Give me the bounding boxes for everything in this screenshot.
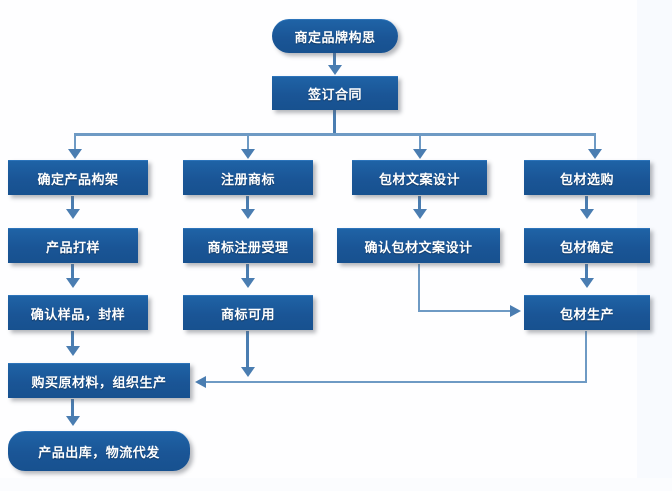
edge-n6-n10-arrowhead <box>580 209 594 219</box>
edge-n10-n13-line <box>585 264 588 280</box>
node-packaging-production[interactable]: 包材生产 <box>524 295 650 330</box>
edge-n4-n8-arrowhead <box>241 209 255 219</box>
node-register-trademark[interactable]: 注册商标 <box>183 160 313 195</box>
edge-n7-n11-arrowhead <box>66 278 80 288</box>
node-label: 确认样品，封样 <box>30 307 126 323</box>
edge-n14-n15-line <box>71 399 74 417</box>
edge-n13-n14-hline <box>206 381 587 383</box>
node-label: 包材生产 <box>559 307 614 323</box>
edge-n14-n15-arrowhead <box>66 416 80 426</box>
node-label: 签订合同 <box>307 88 362 103</box>
node-confirm-packaging-copy-design[interactable]: 确认包材文案设计 <box>337 228 500 263</box>
edge-n2-bus-line <box>333 110 336 134</box>
node-product-sampling[interactable]: 产品打样 <box>8 228 138 263</box>
background-tint-bottom <box>0 478 672 491</box>
node-negotiate-brand-concept[interactable]: 商定品牌构思 <box>272 19 398 53</box>
edge-n3-n7-arrowhead <box>66 209 80 219</box>
edge-bus-n3-arrowhead <box>68 149 82 159</box>
node-label: 商标可用 <box>220 307 275 323</box>
node-packaging-confirmed[interactable]: 包材确定 <box>524 228 650 263</box>
edge-n9-n13-arrowhead <box>510 305 521 317</box>
node-label: 包材文案设计 <box>378 172 460 188</box>
edge-n11-n14-line <box>71 331 74 348</box>
edge-n9-n13-hline <box>418 310 512 312</box>
edge-n13-n14-arrowhead <box>195 376 206 388</box>
edge-n13-n14-vline <box>585 331 587 382</box>
edge-n11-n14-arrowhead <box>66 346 80 356</box>
edge-n1-n2-arrowhead <box>328 65 342 75</box>
edge-n4-n8-line <box>246 196 249 210</box>
edge-n8-n12-arrowhead <box>241 278 255 288</box>
node-label: 购买原材料，组织生产 <box>31 375 167 391</box>
edge-bus-n6-line <box>594 133 596 150</box>
edge-bus-n3-line <box>74 133 76 150</box>
edge-bus-n4-arrowhead <box>241 149 255 159</box>
edge-n6-n10-line <box>585 196 588 210</box>
branch-bus <box>74 133 595 136</box>
edge-n9-n13-vline <box>418 264 420 312</box>
node-buy-materials-organize-production[interactable]: 购买原材料，组织生产 <box>8 363 190 398</box>
node-packaging-purchase[interactable]: 包材选购 <box>524 160 650 195</box>
edge-n8-n12-line <box>246 264 249 280</box>
edge-n7-n11-line <box>71 264 74 280</box>
node-trademark-available[interactable]: 商标可用 <box>183 295 313 330</box>
edge-n12-n14-vline <box>246 331 249 369</box>
edge-n5-n9-arrowhead <box>413 209 427 219</box>
node-label: 注册商标 <box>220 172 275 188</box>
node-trademark-application-accepted[interactable]: 商标注册受理 <box>183 228 313 263</box>
node-label: 确定产品构架 <box>37 172 119 188</box>
node-label: 确认包材文案设计 <box>364 240 473 256</box>
edge-bus-n5-line <box>419 133 421 150</box>
node-packaging-copy-design[interactable]: 包材文案设计 <box>352 160 487 195</box>
node-sign-contract[interactable]: 签订合同 <box>272 76 398 110</box>
edge-n5-n9-line <box>418 196 421 210</box>
edge-n3-n7-line <box>71 196 74 210</box>
node-label: 产品出库，物流代发 <box>38 446 160 461</box>
node-label: 包材选购 <box>559 172 614 188</box>
edge-bus-n5-arrowhead <box>413 149 427 159</box>
node-label: 商标注册受理 <box>207 240 289 256</box>
edge-n1-n2-line <box>333 53 336 66</box>
edge-bus-n4-line <box>247 133 249 150</box>
edge-bus-n6-arrowhead <box>588 149 602 159</box>
edge-n12-n14-arrowhead <box>241 367 255 377</box>
edge-n10-n13-arrowhead <box>580 278 594 288</box>
node-label: 产品打样 <box>45 240 100 256</box>
node-define-product-framework[interactable]: 确定产品构架 <box>8 160 148 195</box>
node-label: 包材确定 <box>559 240 614 256</box>
node-product-outbound-logistics-dropship[interactable]: 产品出库，物流代发 <box>8 431 190 471</box>
node-confirm-sample-seal[interactable]: 确认样品，封样 <box>8 295 148 330</box>
node-label: 商定品牌构思 <box>294 31 376 46</box>
